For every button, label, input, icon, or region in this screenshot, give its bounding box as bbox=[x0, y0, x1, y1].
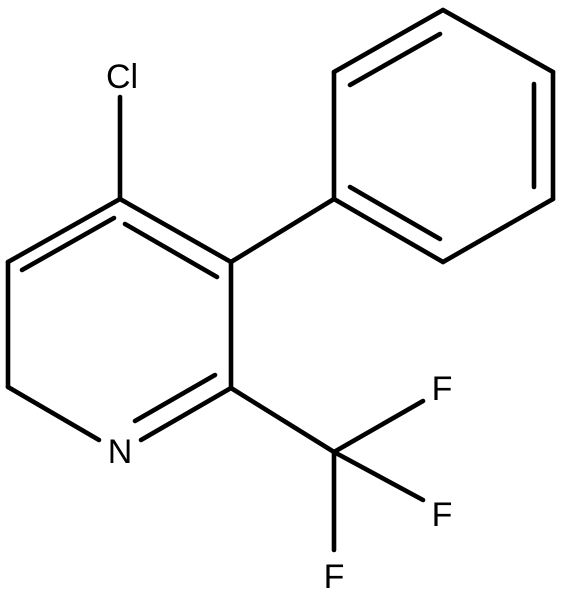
atom-label-cl: Cl bbox=[106, 58, 138, 96]
bond-c4-c5 bbox=[5, 196, 123, 265]
atom-labels: Cl N F F F bbox=[106, 58, 452, 596]
bond-c6-n bbox=[5, 384, 102, 443]
bond-c-f2 bbox=[331, 449, 426, 503]
bond-c4-c5-inner bbox=[19, 215, 117, 273]
atom-label-f2: F bbox=[432, 496, 453, 534]
bond-n-c2-inner bbox=[132, 372, 218, 424]
bond-ph6-ph1-inner bbox=[347, 184, 443, 242]
bond-ph6-ph1 bbox=[331, 196, 446, 265]
bond-c3-c4 bbox=[117, 196, 234, 265]
bond-ph5-ph6 bbox=[440, 196, 556, 265]
atom-label-f1: F bbox=[432, 370, 453, 408]
bond-ph2-ph3 bbox=[331, 7, 446, 75]
substituent-bonds bbox=[117, 94, 426, 553]
phenyl-ring bbox=[331, 7, 556, 265]
bond-c3-phenyl bbox=[228, 196, 337, 265]
bond-ph3-ph4 bbox=[440, 7, 556, 75]
bond-c-f1 bbox=[331, 398, 426, 455]
bond-c2-cf3 bbox=[228, 385, 337, 455]
atom-label-f3: F bbox=[324, 558, 345, 596]
bond-ph2-ph3-inner bbox=[347, 31, 443, 88]
bond-n-c2 bbox=[138, 385, 234, 443]
bond-c3-c4-inner bbox=[122, 221, 220, 280]
atom-label-n: N bbox=[108, 433, 133, 471]
pyridine-ring bbox=[5, 196, 234, 443]
